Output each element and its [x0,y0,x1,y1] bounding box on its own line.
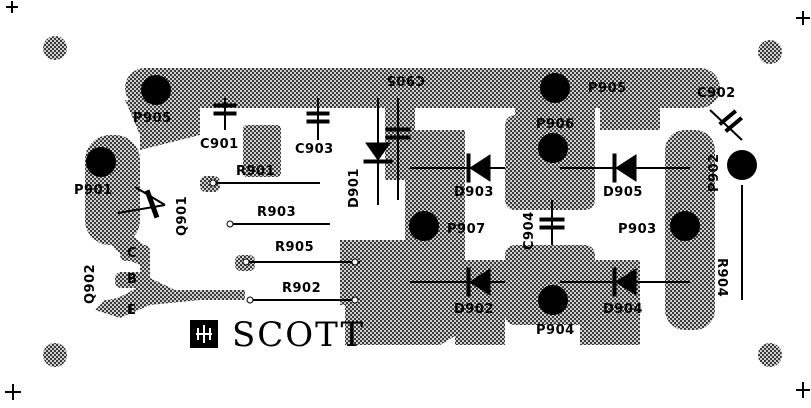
trace-bottom-block [455,260,505,345]
mounting-hole-top-right [758,40,782,64]
component-labels: P905 P905 P901 P906 P907 P903 P904 C902 … [74,72,736,338]
registration-mark-top-right [796,11,810,25]
capacitor-c903-plate-a [306,111,330,116]
label-p901: P901 [74,183,113,198]
mounting-hole-bottom-right [758,343,782,367]
label-pin-c: C [127,246,137,261]
diode-d901-body [365,142,391,161]
trace-r901-area [243,125,281,177]
transistor-q901-body [144,189,160,219]
diode-d903-bar [466,153,471,183]
label-p902: P902 [707,153,722,192]
solder-pad [209,179,217,187]
label-d904: D904 [603,302,643,317]
solder-pad [242,258,250,266]
brand-name: SCOTT [232,315,365,355]
label-c902: C902 [697,86,736,101]
trace-central-block [345,130,465,345]
capacitor-c905-plate-b [385,135,411,140]
mounting-hole-bottom-left [43,343,67,367]
trace-q902-pad-c [120,245,150,261]
label-r902: R902 [282,281,321,296]
capacitor-c905-plate-a [385,127,411,132]
trace-center-pad-lower [505,245,595,325]
connection-pads [86,73,757,315]
lead-q901-a [117,204,166,214]
trace-right-top [600,85,660,130]
label-c904: C904 [522,211,537,250]
trace-q902-pad-b [115,272,145,288]
pad-p906 [538,133,568,163]
label-pin-e: E [127,303,136,318]
solder-pad [246,296,254,304]
brand-logo-glyph [196,325,212,343]
mounting-holes [43,36,782,367]
solder-pad [351,296,359,304]
solder-pads [209,179,359,304]
label-p905-left: P905 [133,111,172,126]
label-r903: R903 [257,205,296,220]
label-d905: D905 [603,185,643,200]
label-r905: R905 [275,240,314,255]
label-q902: Q902 [83,264,98,304]
pad-p901 [86,147,116,177]
registration-marks [5,1,810,400]
registration-mark-top-left [6,1,18,13]
label-d903: D903 [454,185,494,200]
label-c901: C901 [200,137,239,152]
label-p905-top: P905 [588,81,627,96]
capacitor-c904-plate-a [539,217,565,222]
lead-c902 [709,109,743,141]
diode-d904-bar [612,267,617,297]
label-c903: C903 [295,142,334,157]
registration-mark-bottom-left [5,384,21,400]
capacitor-c904-plate-b [539,225,565,230]
solder-pad [351,258,359,266]
capacitor-c901-plate-b [213,111,237,116]
label-r901: R901 [236,164,275,179]
pad-p905-top [540,73,570,103]
trace-q901-region [88,190,245,318]
diode-d905-body [615,154,637,182]
label-c905: C905 [386,72,425,87]
diode-d905-bar [612,153,617,183]
copper-traces [85,68,720,345]
diode-d904-body [615,268,637,296]
capacitor-c901-plate-a [213,103,237,108]
label-p907: P907 [447,222,486,237]
registration-mark-bottom-right [796,382,810,398]
trace-middle-lower [340,240,410,305]
capacitor-c902-plate-a [718,109,738,126]
diode-d902-body [469,268,491,296]
solder-pad [226,220,234,228]
brand-logo: SCOTT [190,315,365,355]
pad-p904 [538,285,568,315]
label-pin-b: B [127,272,137,287]
diode-d902-bar [466,267,471,297]
pad-p907 [409,211,439,241]
component-bodies [144,103,744,297]
label-d902: D902 [454,302,494,317]
label-p904: P904 [536,323,575,338]
pad-p905-left [141,75,171,105]
label-p903: P903 [618,222,657,237]
label-d901: D901 [347,168,362,208]
pad-p902 [727,150,757,180]
pad-p903 [670,211,700,241]
trace-left-arm [125,100,200,150]
label-r904: R904 [714,258,729,297]
mounting-hole-top-left [43,36,67,60]
label-p906: P906 [536,117,575,132]
diode-d903-body [469,154,491,182]
capacitor-c903-plate-b [306,119,330,124]
capacitor-c902-plate-b [724,116,744,133]
label-q901: Q901 [175,196,190,236]
diode-d901-bar [363,159,393,164]
